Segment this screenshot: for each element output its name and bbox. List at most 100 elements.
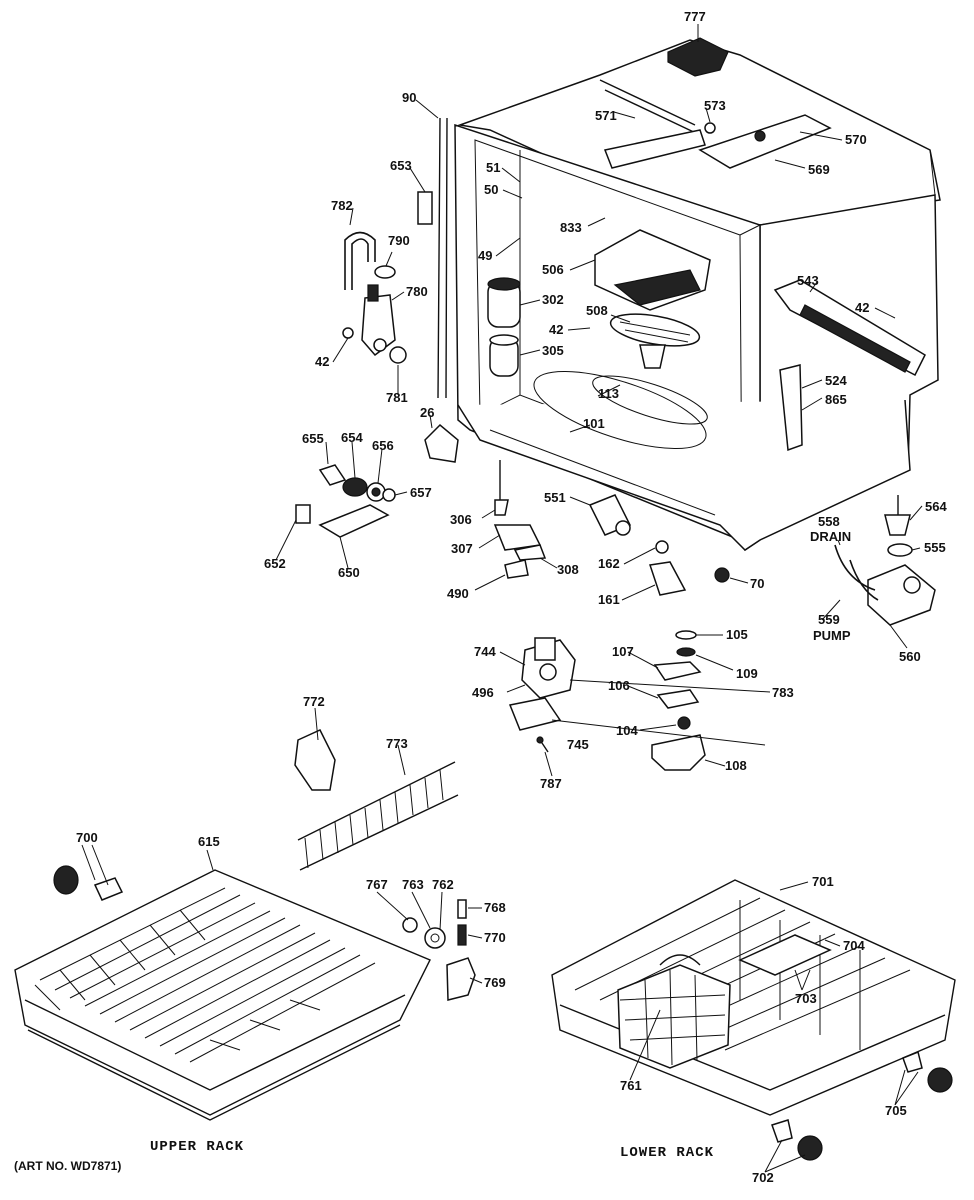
label-781: 781 [386,390,408,405]
label-508: 508 [586,303,608,318]
bracket-772 [294,729,336,791]
label-42-left: 42 [315,354,329,369]
rack-wheel-702 [771,1119,823,1161]
label-161: 161 [598,592,620,607]
detergent-dispenser-506 [594,229,711,311]
label-105: 105 [726,627,748,642]
part-490 [504,559,529,579]
label-104: 104 [616,723,638,738]
clamp-790 [374,265,396,279]
part-650 [318,504,390,538]
label-787: 787 [540,776,562,791]
label-42-center: 42 [549,322,563,337]
label-700: 700 [76,830,98,845]
label-551: 551 [544,490,566,505]
part-26 [424,423,459,463]
label-162: 162 [598,556,620,571]
seal-stack [651,630,706,771]
label-703: 703 [795,991,817,1006]
label-761: 761 [620,1078,642,1093]
label-655: 655 [302,431,324,446]
label-763: 763 [402,877,424,892]
caption-upper-rack: UPPER RACK [150,1139,244,1155]
caption-art-number: (ART NO. WD7871) [14,1159,121,1173]
label-571: 571 [595,108,617,123]
label-555: 555 [924,540,946,555]
part-161 [649,561,687,596]
label-705: 705 [885,1103,907,1118]
label-307: 307 [451,541,473,556]
label-559: 559 [818,612,840,627]
label-42-right: 42 [855,300,869,315]
label-49: 49 [478,248,492,263]
label-108: 108 [725,758,747,773]
label-506: 506 [542,262,564,277]
label-558: 558 [818,514,840,529]
label-770: 770 [484,930,506,945]
label-768: 768 [484,900,506,915]
label-653: 653 [390,158,412,173]
label-783: 783 [772,685,794,700]
rail-543-teeth [799,304,911,373]
label-106: 106 [608,678,630,693]
label-113: 113 [598,386,619,401]
lower-rack-701 [551,879,956,1116]
label-51: 51 [486,160,500,175]
label-543: 543 [797,273,819,288]
rack-wheel-700 [53,865,124,901]
label-490: 490 [447,586,469,601]
label-769: 769 [484,975,506,990]
part-308 [513,544,547,561]
label-790: 790 [388,233,410,248]
label-107: 107 [612,644,634,659]
label-654: 654 [341,430,363,445]
washer-781 [389,346,407,364]
label-777: 777 [684,9,706,24]
label-306: 306 [450,512,472,527]
label-701: 701 [812,874,834,889]
label-865: 865 [825,392,847,407]
sound-pad-777 [667,37,729,77]
label-305: 305 [542,343,564,358]
part-162 [655,540,669,554]
bracket-653 [417,191,433,225]
spray-arm-508 [609,313,701,369]
label-745: 745 [567,737,589,752]
label-302: 302 [542,292,564,307]
water-valve-744 [521,637,576,699]
label-702: 702 [752,1170,774,1185]
label-762: 762 [432,877,454,892]
label-569: 569 [808,162,830,177]
label-772: 772 [303,694,325,709]
tub-assembly [454,37,941,552]
tine-row-773 [297,761,459,871]
label-657: 657 [410,485,432,500]
label-50: 50 [484,182,498,197]
part-652 [295,504,311,524]
label-90: 90 [402,90,416,105]
label-782: 782 [331,198,353,213]
rack-roller-parts [402,899,476,1001]
label-524: 524 [825,373,847,388]
label-drain: DRAIN [810,529,851,544]
part-labels: 777 571 573 570 569 90 653 51 50 833 782… [76,9,947,1185]
label-573: 573 [704,98,726,113]
rinse-aid-302-305 [487,277,521,377]
label-767: 767 [366,877,388,892]
label-615: 615 [198,834,220,849]
label-650: 650 [338,565,360,580]
label-780: 780 [406,284,428,299]
label-564: 564 [925,499,947,514]
silverware-basket-761 [617,954,731,1069]
label-101: 101 [583,416,605,431]
label-26: 26 [420,405,434,420]
label-109: 109 [736,666,758,681]
part-70 [714,567,730,583]
gasket-90 [437,117,448,399]
drain-pump-parts [834,495,936,626]
hose-782 [344,231,376,290]
label-570: 570 [845,132,867,147]
rack-wheel-705 [902,1050,953,1093]
latch-524 [779,364,803,452]
